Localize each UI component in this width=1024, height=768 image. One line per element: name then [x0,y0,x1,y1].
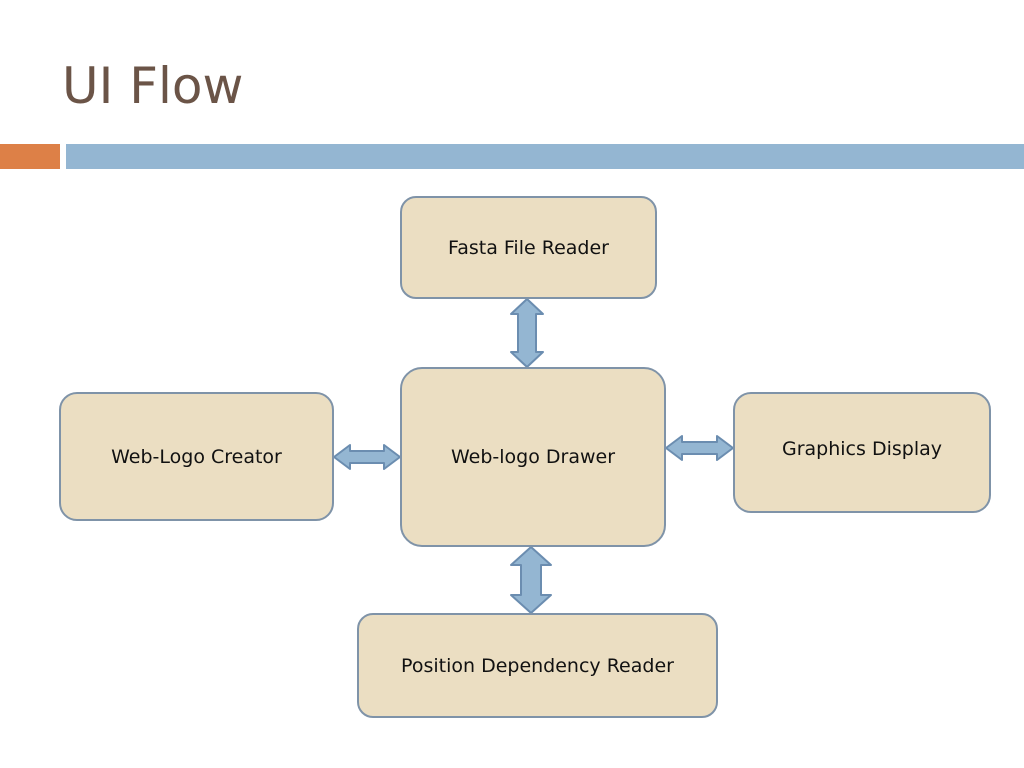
slide-title: UI Flow [62,57,244,115]
node-fasta-file-reader: Fasta File Reader [400,196,657,299]
node-web-logo-drawer: Web-logo Drawer [400,367,666,547]
node-label-fasta: Fasta File Reader [448,236,609,259]
node-label-graphics: Graphics Display [782,437,942,460]
accent-bar-blue [66,144,1024,169]
node-label-drawer: Web-logo Drawer [450,446,616,468]
arrow-creator-drawer [333,444,401,470]
arrow-drawer-graphics [665,435,734,461]
accent-bar-orange [0,144,60,169]
node-web-logo-creator: Web-Logo Creator [59,392,334,521]
node-graphics-display: Graphics Display [733,392,991,513]
arrow-fasta-drawer [510,298,544,368]
arrow-drawer-position [510,546,552,614]
node-position-dependency-reader: Position Dependency Reader [357,613,718,718]
node-label-creator: Web-Logo Creator [111,445,282,468]
node-label-position: Position Dependency Reader [401,654,674,677]
